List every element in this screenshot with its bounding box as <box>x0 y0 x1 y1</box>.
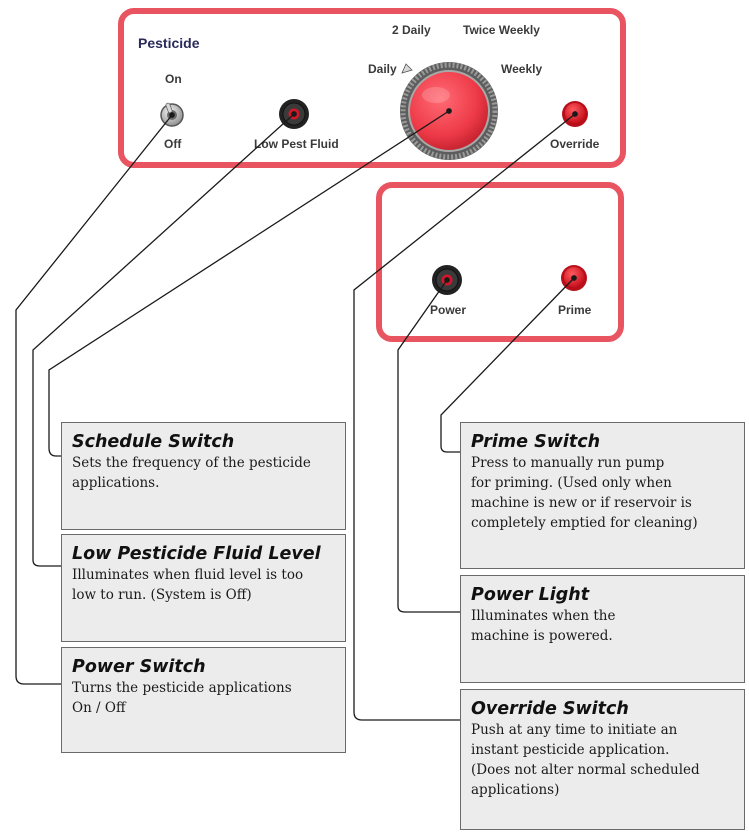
leader-override <box>353 113 576 721</box>
leader-low-fluid <box>32 113 295 567</box>
weekly-label: Weekly <box>501 62 543 76</box>
callout-line: completely emptied for cleaning) <box>471 515 698 531</box>
panel-title: Pesticide <box>138 35 200 51</box>
callout-line: Turns the pesticide applications <box>72 680 292 696</box>
callout-title: Schedule Switch <box>72 432 235 452</box>
callout-title: Power Light <box>471 585 590 605</box>
callout-line: machine is powered. <box>471 628 613 644</box>
callout-title: Power Switch <box>72 657 206 677</box>
callout-line: machine is new or if reservoir is <box>471 495 692 511</box>
two-daily-label: 2 Daily <box>392 23 431 37</box>
callout-prime-switch: Prime Switch Press to manually run pump … <box>460 422 745 569</box>
pesticide-control-panel <box>118 8 626 168</box>
callout-line: instant pesticide application. <box>471 742 670 758</box>
callout-line: low to run. (System is Off) <box>72 587 252 603</box>
callout-power-light: Power Light Illuminates when the machine… <box>460 575 745 683</box>
leader-lines <box>15 108 578 721</box>
on-label: On <box>165 72 182 86</box>
callout-line: Push at any time to initiate an <box>471 722 678 738</box>
leader-power-light <box>397 279 470 613</box>
callout-power-switch: Power Switch Turns the pesticide applica… <box>61 647 346 753</box>
callout-override-switch: Override Switch Push at any time to init… <box>460 689 745 830</box>
leader-schedule <box>48 110 450 457</box>
callout-line: Sets the frequency of the pesticide <box>72 455 311 471</box>
callout-line: for priming. (Used only when <box>471 475 672 491</box>
callout-line: applications) <box>471 782 560 798</box>
callout-low-pesticide-fluid-level: Low Pesticide Fluid Level Illuminates wh… <box>61 534 346 642</box>
power-label: Power <box>430 303 467 317</box>
callout-line: (Does not alter normal scheduled <box>471 762 700 778</box>
callout-title: Low Pesticide Fluid Level <box>72 544 321 564</box>
override-label: Override <box>550 137 600 151</box>
leader-power-switch <box>15 114 173 685</box>
callout-line: Illuminates when the <box>471 608 616 624</box>
callout-line: Illuminates when fluid level is too <box>72 567 304 583</box>
callout-line: Press to manually run pump <box>471 455 665 471</box>
prime-label: Prime <box>558 303 592 317</box>
callout-schedule-switch: Schedule Switch Sets the frequency of th… <box>61 422 346 530</box>
twice-weekly-label: Twice Weekly <box>463 23 540 37</box>
off-label: Off <box>164 137 182 151</box>
leader-prime <box>440 277 575 453</box>
power-prime-panel <box>376 182 624 342</box>
low-pest-fluid-label: Low Pest Fluid <box>254 137 339 151</box>
callout-title: Override Switch <box>471 699 629 719</box>
callout-title: Prime Switch <box>471 432 601 452</box>
callout-line: On / Off <box>72 700 126 716</box>
daily-label: Daily <box>368 62 397 76</box>
callout-line: applications. <box>72 475 160 491</box>
